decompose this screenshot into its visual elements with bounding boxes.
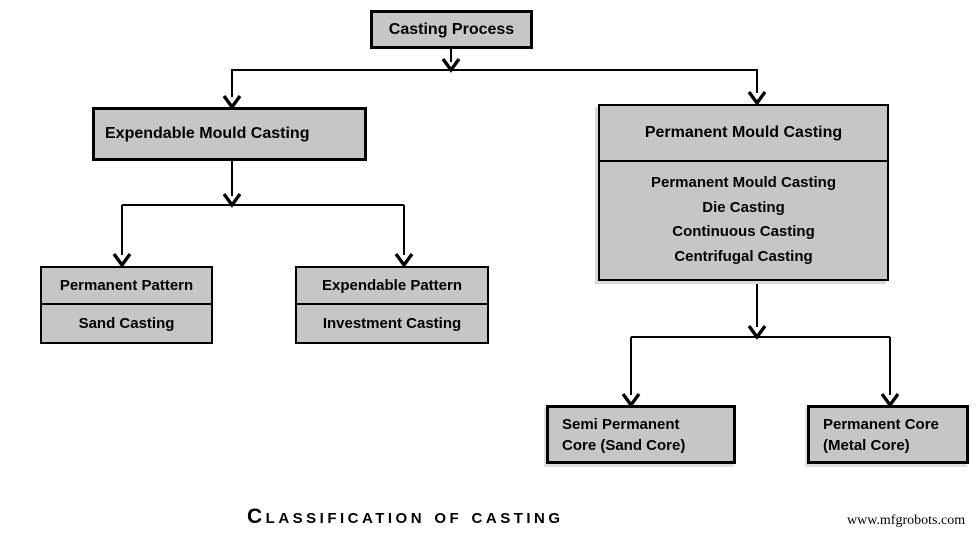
watermark: www.mfgrobots.com: [847, 513, 966, 528]
box-expendable-mould-casting: Expendable Mould Casting: [92, 107, 367, 161]
list-item: Centrifugal Casting: [674, 247, 813, 265]
box-casting-process-label: Casting Process: [388, 20, 515, 38]
permanent-mould-type-list: Permanent Mould Casting Die Casting Cont…: [600, 162, 887, 279]
box-permanent-mould-casting: Permanent Mould Casting Permanent Mould …: [598, 104, 889, 281]
arrow-down-icon: [747, 91, 767, 106]
diagram-caption: Classification of casting: [247, 505, 564, 528]
box-expendable-pattern: Expendable Pattern Investment Casting: [295, 266, 489, 344]
arrow-down-icon: [621, 393, 641, 408]
expendable-pattern-body: Investment Casting: [322, 315, 462, 332]
arrow-down-icon: [394, 253, 414, 268]
box-permanent-pattern: Permanent Pattern Sand Casting: [40, 266, 213, 344]
permanent-pattern-header: Permanent Pattern: [42, 268, 211, 305]
box-casting-process: Casting Process: [370, 10, 533, 49]
permanent-pattern-body: Sand Casting: [78, 315, 175, 332]
arrow-down-icon: [222, 95, 242, 110]
arrow-down-icon: [441, 58, 461, 73]
semi-permanent-core-line-2: Core (Sand Core): [562, 436, 686, 454]
list-item: Permanent Mould Casting: [650, 174, 837, 192]
permanent-core-line-1: Permanent Core: [823, 415, 939, 433]
semi-permanent-core-line-1: Semi Permanent: [562, 415, 680, 433]
box-semi-permanent-core: Semi Permanent Core (Sand Core): [546, 405, 736, 464]
list-item: Die Casting: [702, 198, 785, 216]
list-item: Continuous Casting: [672, 223, 815, 241]
arrow-down-icon: [112, 253, 132, 268]
box-expendable-mould-casting-label: Expendable Mould Casting: [105, 125, 310, 142]
arrow-down-icon: [222, 193, 242, 208]
arrow-down-icon: [747, 325, 767, 340]
expendable-pattern-header: Expendable Pattern: [297, 268, 487, 305]
permanent-core-line-2: (Metal Core): [823, 436, 910, 454]
arrow-down-icon: [880, 393, 900, 408]
permanent-mould-header: Permanent Mould Casting: [600, 106, 887, 162]
box-permanent-core: Permanent Core (Metal Core): [807, 405, 969, 464]
